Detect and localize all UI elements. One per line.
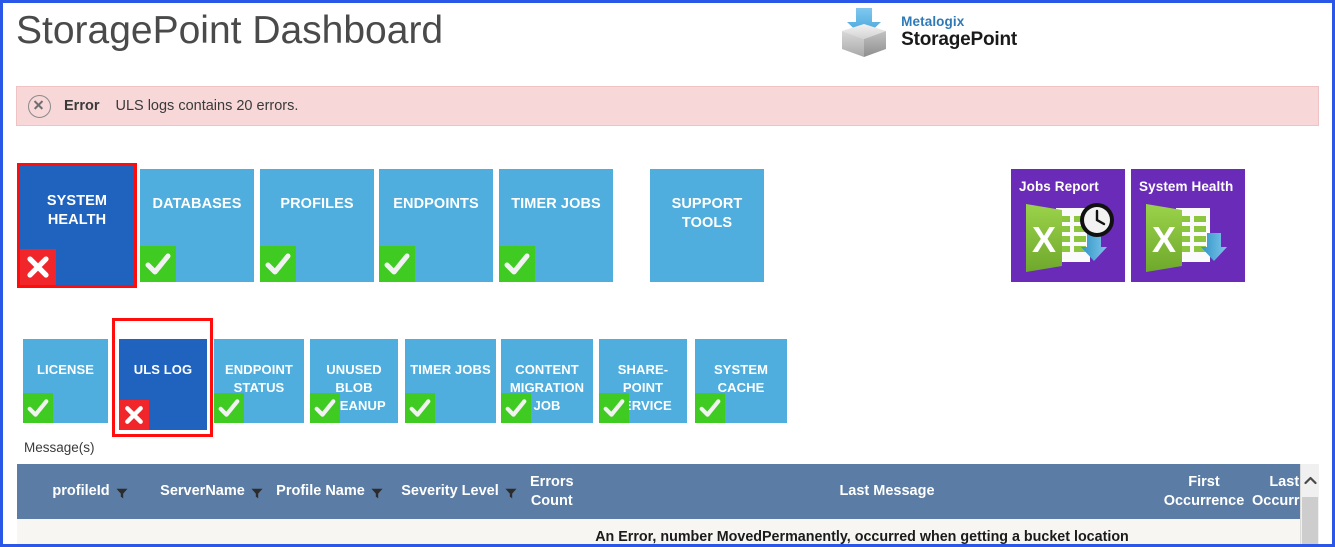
tile-label: TIMER JOBS	[511, 196, 601, 212]
tile-support-tools[interactable]: SUPPORT TOOLS	[650, 169, 764, 282]
tile-content-migration-job[interactable]: CONTENT MIGRATION JOB	[501, 339, 593, 423]
status-ok-icon	[695, 393, 725, 423]
filter-icon[interactable]	[371, 486, 383, 499]
excel-clock-download-icon: X	[1018, 200, 1118, 282]
svg-text:X: X	[1152, 219, 1176, 260]
report-tile-system-health[interactable]: System Health X	[1131, 169, 1245, 282]
column-header-label: First Occurrence	[1163, 473, 1245, 509]
status-ok-icon	[260, 246, 296, 282]
messages-caption: Message(s)	[24, 440, 95, 455]
column-header-profileid[interactable]: profileId	[31, 464, 149, 519]
status-ok-icon	[310, 393, 340, 423]
tile-label: LICENSE	[36, 362, 95, 377]
tile-label: SUPPORT TOOLS	[671, 196, 743, 231]
page-title: StoragePoint Dashboard	[16, 9, 444, 52]
messages-grid: profileId ServerName Profile Name Severi…	[17, 464, 1319, 547]
column-header-profile-name[interactable]: Profile Name	[267, 464, 392, 519]
column-header-label: Errors Count	[530, 473, 574, 509]
report-tile-jobs-report[interactable]: Jobs Report	[1011, 169, 1125, 282]
tile-uls-log[interactable]: ULS LOG	[119, 339, 207, 430]
tile-label: CONTENT MIGRATION JOB	[509, 362, 585, 413]
tile-label: DATABASES	[152, 196, 242, 212]
tile-unused-blob-cleanup[interactable]: UNUSED BLOB CLEANUP	[310, 339, 398, 423]
tile-timer-jobs-row2[interactable]: TIMER JOBS	[405, 339, 496, 423]
status-ok-icon	[140, 246, 176, 282]
column-header-severity-level[interactable]: Severity Level	[393, 464, 525, 519]
tile-label: SYSTEM HEALTH	[46, 193, 108, 228]
chevron-up-icon[interactable]	[1301, 464, 1319, 496]
filter-icon[interactable]	[251, 486, 263, 499]
svg-text:X: X	[1032, 219, 1056, 260]
tile-profiles[interactable]: PROFILES	[260, 169, 374, 282]
box-download-arrow-icon	[834, 6, 892, 60]
tile-label: TIMER JOBS	[410, 362, 491, 377]
tile-label: ENDPOINTS	[393, 196, 479, 212]
column-header-last-message[interactable]: Last Message	[592, 464, 1182, 519]
brand-name-top: Metalogix	[901, 14, 965, 30]
tile-timer-jobs-row1[interactable]: TIMER JOBS	[499, 169, 613, 282]
tile-label: ULS LOG	[133, 362, 193, 377]
status-ok-icon	[499, 246, 535, 282]
tile-label: SYSTEM CACHE	[713, 362, 769, 395]
grid-header-row: profileId ServerName Profile Name Severi…	[17, 464, 1319, 519]
tile-databases[interactable]: DATABASES	[140, 169, 254, 282]
filter-icon[interactable]	[116, 486, 128, 499]
report-tile-label: System Health	[1139, 179, 1234, 194]
cell-last-message: An Error, number MovedPermanently, occur…	[595, 529, 1129, 545]
column-header-label: profileId	[52, 483, 110, 499]
filter-icon[interactable]	[505, 486, 517, 499]
tile-sharepoint-service[interactable]: SHARE- POINT SERVICE	[599, 339, 687, 423]
column-header-errors-count[interactable]: Errors Count	[525, 464, 589, 519]
status-ok-icon	[23, 393, 53, 423]
column-header-label: ServerName	[160, 483, 245, 499]
tile-label: ENDPOINT STATUS	[225, 362, 293, 395]
error-banner: Error ULS logs contains 20 errors.	[16, 86, 1319, 126]
error-circle-x-icon	[28, 94, 51, 118]
tile-system-cache[interactable]: SYSTEM CACHE	[695, 339, 787, 423]
table-row[interactable]: An Error, number MovedPermanently, occur…	[17, 519, 1319, 547]
tile-label: PROFILES	[280, 196, 354, 212]
status-ok-icon	[379, 246, 415, 282]
column-header-first-occurrence[interactable]: First Occurrence	[1154, 464, 1254, 519]
tile-endpoint-status[interactable]: ENDPOINT STATUS	[214, 339, 304, 423]
tile-license[interactable]: LICENSE	[23, 339, 108, 423]
column-header-label: Profile Name	[276, 483, 365, 499]
tile-system-health[interactable]: SYSTEM HEALTH	[20, 166, 134, 285]
status-fail-icon	[119, 400, 149, 430]
report-tile-label: Jobs Report	[1019, 179, 1099, 194]
status-ok-icon	[501, 393, 531, 423]
status-ok-icon	[405, 393, 435, 423]
excel-download-icon: X	[1138, 200, 1238, 282]
metalogix-storagepoint-logo: Metalogix StoragePoint	[834, 5, 1017, 61]
column-header-label: Severity Level	[401, 483, 499, 499]
status-fail-icon	[20, 249, 56, 285]
tile-endpoints[interactable]: ENDPOINTS	[379, 169, 493, 282]
column-header-label: Last Message	[839, 483, 935, 499]
error-banner-message: ULS logs contains 20 errors.	[115, 98, 299, 114]
brand-name-bottom: StoragePoint	[901, 28, 1017, 50]
error-banner-title: Error	[64, 98, 100, 114]
status-ok-icon	[599, 393, 629, 423]
grid-vertical-scrollbar[interactable]	[1300, 464, 1319, 547]
status-ok-icon	[214, 393, 244, 423]
column-header-servername[interactable]: ServerName	[150, 464, 273, 519]
scrollbar-thumb[interactable]	[1302, 497, 1318, 547]
window-bottom-border	[3, 544, 1332, 547]
